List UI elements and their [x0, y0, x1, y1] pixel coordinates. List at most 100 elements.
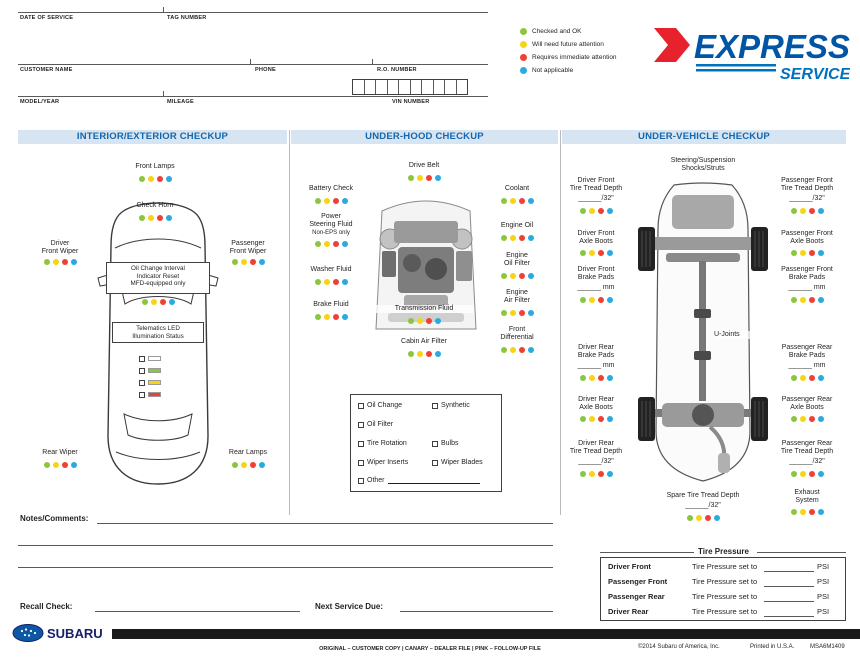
other-blank[interactable]: [387, 477, 480, 484]
section-title-undervehicle: UNDER-VEHICLE CHECKUP: [562, 130, 846, 144]
telematics-row-4: [139, 386, 161, 404]
telematics-row-2: [139, 362, 161, 380]
other-checkbox[interactable]: [358, 477, 364, 484]
oil-change-checkbox[interactable]: [358, 402, 364, 409]
washer-fluid-label: Washer Fluid: [310, 266, 352, 273]
wiper-inserts-checkbox[interactable]: [358, 459, 364, 466]
express-service-logo: EXPRESS SERVICE: [654, 28, 850, 82]
legend-item-future: Will need future attention: [520, 41, 604, 48]
oil-change-reset-status-dots[interactable]: [106, 298, 210, 305]
driver-rear-axle-label: Driver Rear Axle Boots: [578, 396, 614, 412]
passenger-rear-tread-blank[interactable]: ______/32": [789, 458, 825, 465]
brake-fluid-status-dots[interactable]: [296, 313, 366, 320]
tp-row-1-unit: PSI: [817, 562, 830, 571]
tire-pressure-rule-left: [600, 552, 694, 553]
section-title-interior: INTERIOR/EXTERIOR CHECKUP: [18, 130, 287, 144]
recall-check-label: Recall Check:: [20, 602, 73, 611]
synthetic-checkbox[interactable]: [432, 402, 438, 409]
tire-rotation-checkbox[interactable]: [358, 440, 364, 447]
front-lamps-status-dots[interactable]: [115, 175, 195, 182]
drive-belt-status-dots[interactable]: [384, 174, 464, 181]
oil-filter-checkbox[interactable]: [358, 421, 364, 428]
tp-row-3-text: Tire Pressure set to: [692, 592, 758, 601]
exhaust-system-status-dots[interactable]: [770, 508, 844, 515]
driver-front-brake-blank[interactable]: ______ mm: [577, 284, 615, 291]
cabin-air-filter-status-dots[interactable]: [384, 350, 464, 357]
passenger-rear-axle-status-dots[interactable]: [770, 415, 844, 422]
driver-rear-tread-status-dots[interactable]: [560, 470, 632, 477]
passenger-front-axle-status-dots[interactable]: [770, 249, 844, 256]
rear-wiper-status-dots[interactable]: [28, 461, 92, 468]
driver-rear-tread-blank[interactable]: ______/32": [578, 458, 614, 465]
notes-line-2[interactable]: [18, 545, 553, 546]
driver-front-axle-status-dots[interactable]: [560, 249, 632, 256]
passenger-front-wiper-status-dots[interactable]: [216, 258, 280, 265]
passenger-front-axle-label: Passenger Front Axle Boots: [781, 230, 833, 246]
telematics-checkbox-1[interactable]: [139, 355, 145, 362]
tp-row-4-position: Driver Rear: [608, 607, 649, 616]
driver-front-tread-status-dots[interactable]: [560, 207, 632, 214]
passenger-rear-brake-blank[interactable]: ______ mm: [788, 362, 826, 369]
passenger-front-tread-status-dots[interactable]: [770, 207, 844, 214]
telematics-checkbox-3[interactable]: [139, 379, 145, 386]
ro-number-label: R.O. NUMBER: [377, 67, 417, 73]
form-number-text: MSA6M1409: [810, 644, 845, 650]
coolant-label: Coolant: [504, 185, 530, 192]
passenger-front-brake-blank[interactable]: ______ mm: [788, 284, 826, 291]
tp-row-2-position: Passenger Front: [608, 577, 668, 586]
tp-row-3-blank[interactable]: [764, 601, 814, 602]
tp-row-1-blank[interactable]: [764, 571, 814, 572]
driver-front-brake-status-dots[interactable]: [560, 296, 632, 303]
driver-front-brake-label: Driver Front Brake Pads: [577, 266, 615, 282]
telematics-checkbox-2[interactable]: [139, 367, 145, 374]
passenger-rear-tread-label: Passenger Rear Tire Tread Depth: [780, 440, 834, 456]
recall-check-line[interactable]: [95, 611, 300, 612]
driver-front-tread-blank[interactable]: ______/32": [578, 195, 614, 202]
tp-row-3-unit: PSI: [817, 592, 830, 601]
transmission-fluid-status-dots[interactable]: [374, 317, 474, 324]
spare-tread-blank[interactable]: ______/32": [685, 502, 721, 509]
washer-fluid-status-dots[interactable]: [296, 278, 366, 285]
passenger-front-tread-label: Passenger Front Tire Tread Depth: [780, 177, 834, 193]
driver-rear-brake-blank[interactable]: ______ mm: [577, 362, 615, 369]
engine-air-filter-status-dots[interactable]: [484, 309, 550, 316]
vin-entry-boxes[interactable]: [352, 79, 468, 95]
passenger-rear-axle-label: Passenger Rear Axle Boots: [781, 396, 833, 412]
tp-row-2-blank[interactable]: [764, 586, 814, 587]
battery-check-status-dots[interactable]: [296, 197, 366, 204]
passenger-front-brake-status-dots[interactable]: [770, 296, 844, 303]
notes-line-3[interactable]: [18, 567, 553, 568]
rear-lamps-status-dots[interactable]: [216, 461, 280, 468]
check-horn-status-dots[interactable]: [115, 214, 195, 221]
driver-rear-brake-label: Driver Rear Brake Pads: [577, 344, 615, 360]
tp-row-4-unit: PSI: [817, 607, 830, 616]
bulbs-checkbox[interactable]: [432, 440, 438, 447]
engine-oil-status-dots[interactable]: [484, 234, 550, 241]
customer-name-label: CUSTOMER NAME: [20, 67, 73, 73]
driver-front-wiper-label: Driver Front Wiper: [41, 240, 79, 256]
notes-line-1[interactable]: [97, 523, 553, 524]
telematics-row-1: [139, 350, 161, 368]
driver-rear-axle-status-dots[interactable]: [560, 415, 632, 422]
power-steering-note: Non-EPS only: [312, 230, 350, 236]
form-rule: [18, 12, 488, 13]
passenger-rear-brake-status-dots[interactable]: [770, 374, 844, 381]
engine-oil-filter-status-dots[interactable]: [484, 272, 550, 279]
driver-rear-brake-status-dots[interactable]: [560, 374, 632, 381]
driver-front-wiper-status-dots[interactable]: [28, 258, 92, 265]
green-status-icon: [520, 28, 527, 35]
telematics-checkbox-4[interactable]: [139, 391, 145, 398]
wiper-blades-checkbox[interactable]: [432, 459, 438, 466]
model-year-label: MODEL/YEAR: [20, 99, 60, 105]
column-divider: [289, 130, 290, 515]
coolant-status-dots[interactable]: [484, 197, 550, 204]
next-service-due-line[interactable]: [400, 611, 553, 612]
check-horn-label: Check Horn: [136, 202, 174, 209]
service-wiper-blades: Wiper Blades: [432, 459, 483, 466]
spare-tread-status-dots[interactable]: [650, 514, 756, 521]
tp-row-4-blank[interactable]: [764, 616, 814, 617]
passenger-rear-tread-status-dots[interactable]: [770, 470, 844, 477]
power-steering-status-dots[interactable]: [296, 240, 366, 247]
passenger-front-tread-blank[interactable]: ______/32": [789, 195, 825, 202]
front-differential-status-dots[interactable]: [484, 346, 550, 353]
